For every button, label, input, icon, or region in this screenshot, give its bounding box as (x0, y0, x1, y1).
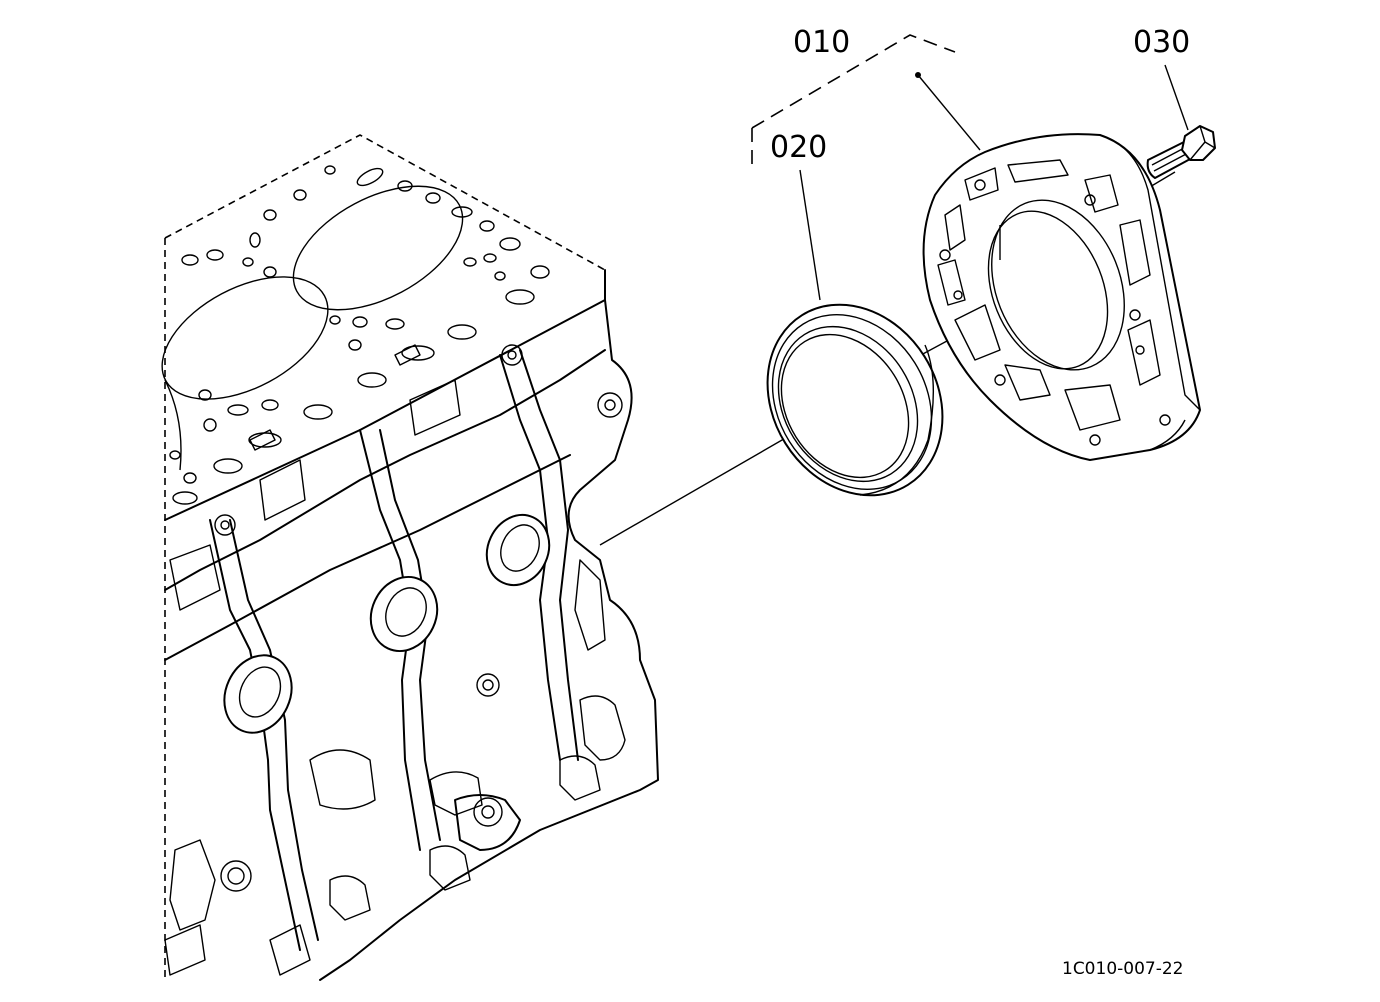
callout-leaders (751, 34, 1189, 301)
drawing-number: 1C010-007-22 (1062, 959, 1183, 979)
callout-030: 030 (1133, 25, 1190, 60)
callout-020: 020 (770, 130, 827, 165)
cylinder-block (161, 134, 659, 981)
seal-housing-010 (922, 133, 1201, 461)
leader-dot (915, 72, 921, 78)
callout-010: 010 (793, 25, 850, 60)
oil-seal-020 (766, 303, 944, 497)
bolt-030 (1146, 125, 1216, 179)
